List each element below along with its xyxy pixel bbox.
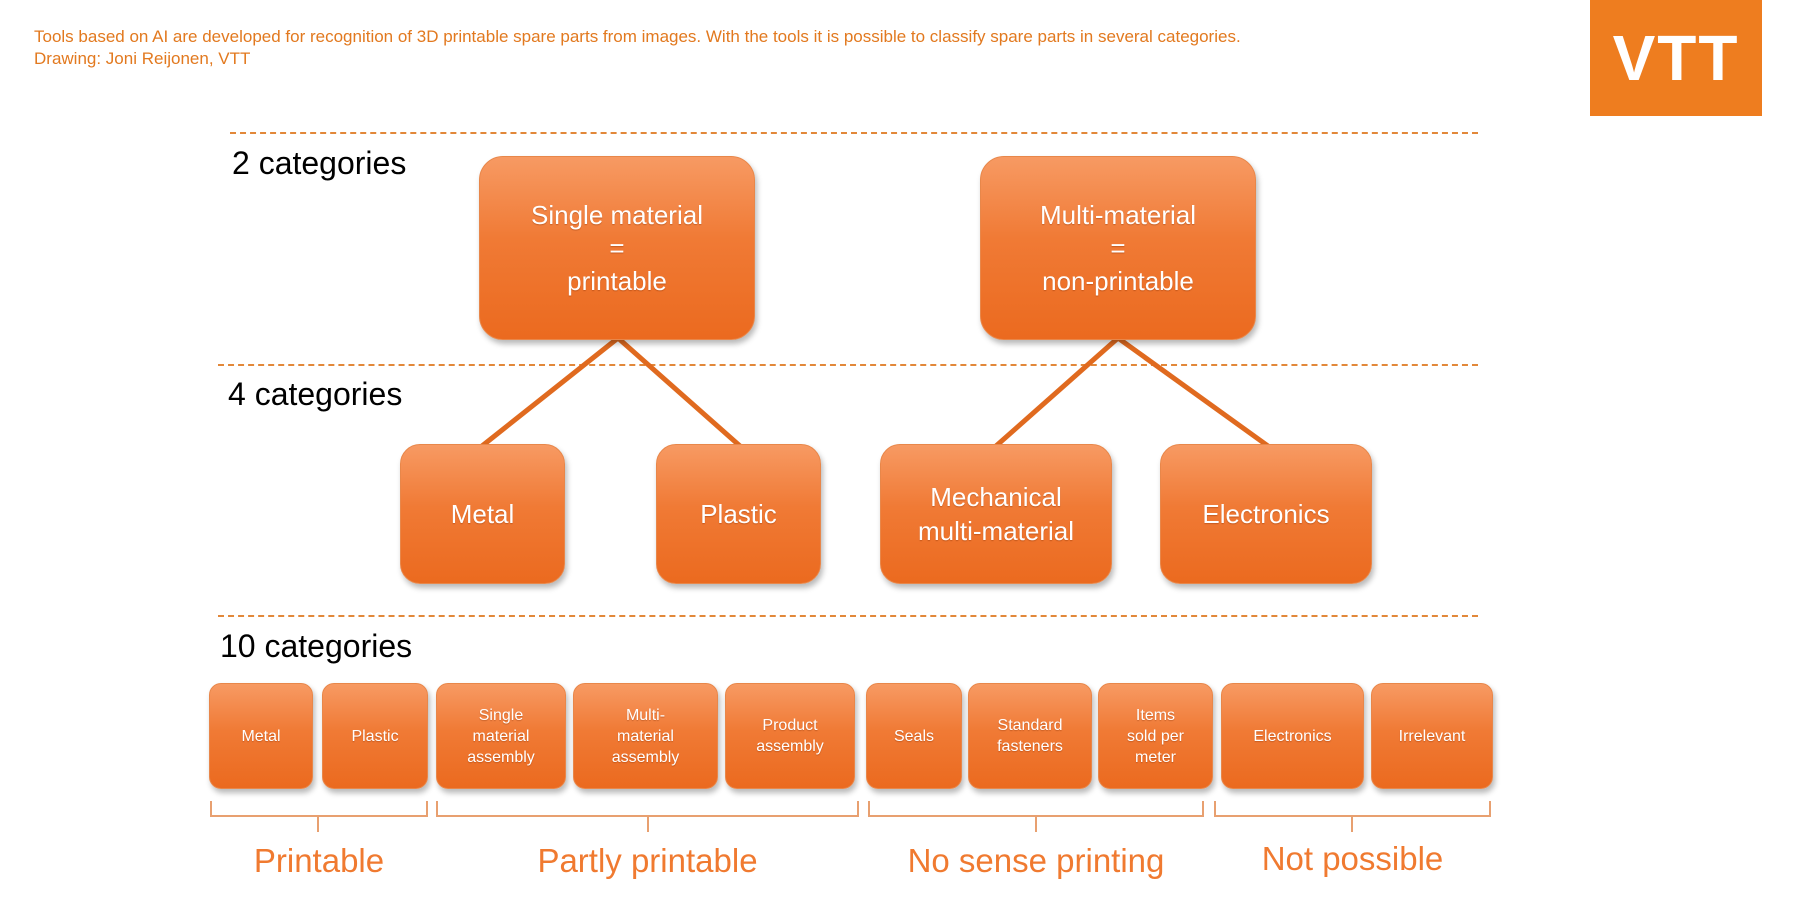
group-not-possible: Not possible [1261, 840, 1444, 877]
caption-line-2: Drawing: Joni Reijonen, VTT [34, 49, 251, 68]
vtt-logo: VTT [1590, 0, 1762, 116]
subcategory-standard-fasteners: Standard fasteners [968, 683, 1092, 789]
category-mechanical-multi-material: Mechanical multi-material [880, 444, 1112, 584]
separator-top [230, 132, 1478, 134]
level-10-categories-label: 10 categories [220, 628, 413, 664]
subcategory-plastic: Plastic [322, 683, 428, 789]
connector-single-plastic [615, 335, 743, 449]
bracket-no-sense-printing [868, 801, 1204, 832]
subcategory-product-assembly: Product assembly [725, 683, 855, 789]
separator-upper [218, 364, 1478, 366]
subcategory-multi-material-assembly: Multi- material assembly [573, 683, 718, 789]
group-no-sense-printing: No sense printing [907, 842, 1165, 879]
category-electronics: Electronics [1160, 444, 1372, 584]
subcategory-irrelevant: Irrelevant [1371, 683, 1493, 789]
connector-multi-mechanical [993, 335, 1121, 449]
connector-multi-electronics [1115, 335, 1271, 449]
subcategory-single-material-assembly: Single material assembly [436, 683, 566, 789]
bracket-printable [210, 801, 428, 832]
subcategory-seals: Seals [866, 683, 962, 789]
figure-caption: Tools based on AI are developed for reco… [34, 26, 1534, 70]
separator-lower [218, 615, 1478, 617]
category-metal: Metal [400, 444, 565, 584]
subcategory-items-sold-per-meter: Items sold per meter [1098, 683, 1213, 789]
bracket-not-possible [1214, 801, 1491, 832]
level-4-categories-label: 4 categories [228, 376, 403, 412]
connector-single-metal [479, 335, 621, 449]
category-plastic: Plastic [656, 444, 821, 584]
subcategory-electronics: Electronics [1221, 683, 1364, 789]
category-single-material: Single material = printable [479, 156, 755, 340]
level-2-categories-label: 2 categories [232, 145, 407, 181]
subcategory-metal: Metal [209, 683, 313, 789]
caption-line-1: Tools based on AI are developed for reco… [34, 27, 1241, 46]
category-multi-material: Multi-material = non-printable [980, 156, 1256, 340]
bracket-partly-printable [436, 801, 859, 832]
group-printable: Printable [253, 842, 385, 879]
group-partly-printable: Partly printable [537, 842, 758, 879]
